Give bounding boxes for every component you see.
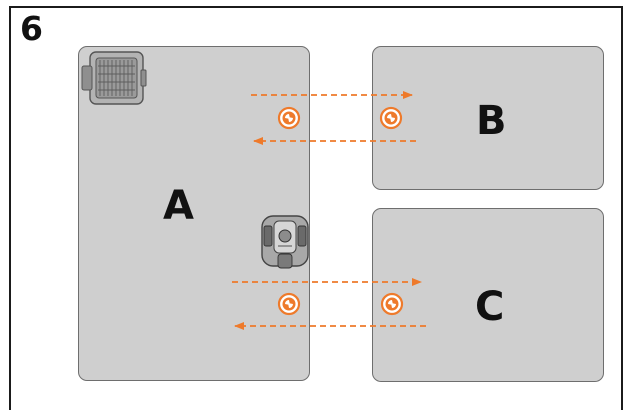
zone-c	[372, 208, 604, 382]
grass-tuft-icon	[429, 352, 447, 360]
grass-tuft-icon	[172, 287, 190, 295]
step-number: 6	[20, 9, 43, 48]
zone-b-label: B	[476, 98, 507, 144]
zone-b	[372, 46, 604, 190]
grass-tuft-icon	[558, 154, 576, 162]
grass-tuft-icon	[550, 95, 568, 103]
grass-tuft-icon	[441, 295, 459, 303]
zone-a-label: A	[163, 183, 194, 229]
grass-tuft-icon	[542, 341, 560, 349]
grass-tuft-icon	[533, 279, 551, 287]
grass-tuft-icon	[426, 235, 444, 243]
grass-tuft-icon	[111, 345, 129, 353]
passage-marker-icon	[379, 106, 403, 130]
charging-station-icon	[81, 51, 147, 105]
grass-tuft-icon	[96, 259, 114, 267]
passage-marker-icon	[277, 292, 301, 316]
grass-tuft-icon	[436, 154, 454, 162]
grass-tuft-icon	[233, 342, 251, 350]
grass-tuft-icon	[238, 186, 256, 194]
grass-tuft-icon	[454, 67, 472, 75]
zone-c-label: C	[475, 284, 505, 330]
passage-marker-icon	[277, 106, 301, 130]
passage-marker-icon	[380, 292, 404, 316]
grass-tuft-icon	[114, 153, 132, 161]
grass-tuft-icon	[192, 107, 210, 115]
robotic-mower-icon	[261, 215, 309, 269]
figure-frame	[9, 6, 623, 410]
